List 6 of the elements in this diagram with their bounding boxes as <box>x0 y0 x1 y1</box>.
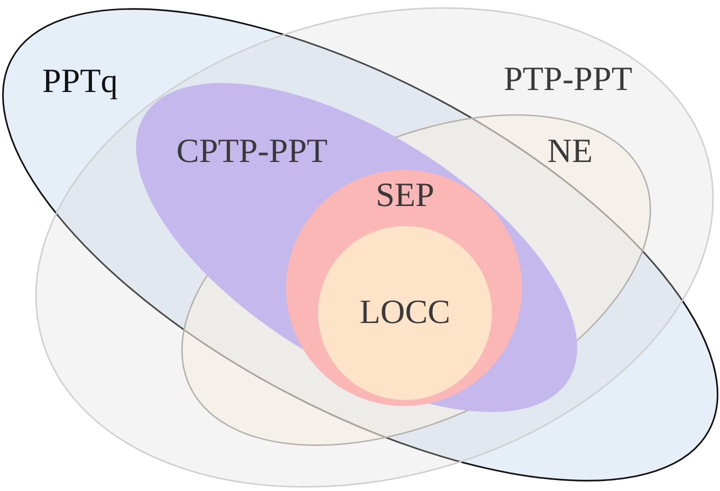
set-label: SEP <box>376 178 434 213</box>
set-label: LOCC <box>360 296 450 330</box>
set-label: PPTq <box>42 64 118 99</box>
set-label: CPTP-PPT <box>176 134 328 169</box>
set-label: NE <box>547 134 593 169</box>
set-label: PTP-PPT <box>504 62 632 97</box>
